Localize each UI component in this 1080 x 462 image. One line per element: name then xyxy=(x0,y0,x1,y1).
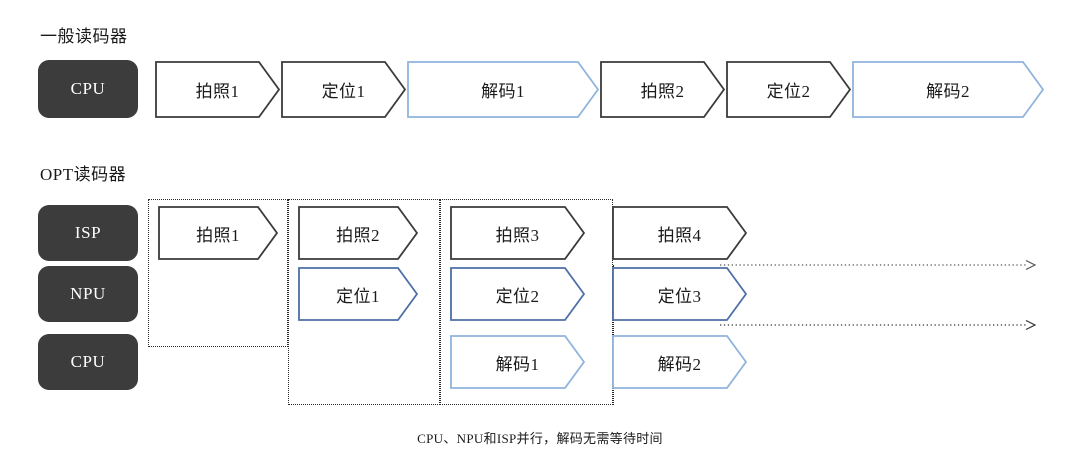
task-chevron-isp-0[interactable]: 拍照1 xyxy=(158,206,278,260)
timeline-arrow-npu xyxy=(720,319,1040,331)
task-chevron-generic-0[interactable]: 拍照1 xyxy=(155,61,280,118)
section-title-opt-reader: OPT读码器 xyxy=(40,165,127,184)
task-chevron-generic-2[interactable]: 解码1 xyxy=(407,61,599,118)
stage-group-box-2 xyxy=(288,199,440,405)
chip-label-npu: NPU xyxy=(38,266,138,322)
task-chevron-generic-3[interactable]: 拍照2 xyxy=(600,61,725,118)
task-chevron-npu-1[interactable]: 定位2 xyxy=(450,267,585,321)
task-chevron-cpu-opt-1[interactable]: 解码2 xyxy=(612,335,747,389)
chip-label-cpu-opt: CPU xyxy=(38,334,138,390)
task-chevron-generic-4[interactable]: 定位2 xyxy=(726,61,851,118)
task-chevron-npu-2[interactable]: 定位3 xyxy=(612,267,747,321)
chip-label-cpu-generic: CPU xyxy=(38,60,138,118)
timeline-arrow-isp xyxy=(720,259,1040,271)
task-chevron-cpu-opt-0[interactable]: 解码1 xyxy=(450,335,585,389)
task-chevron-npu-0[interactable]: 定位1 xyxy=(298,267,418,321)
stage-divider-line xyxy=(613,265,614,405)
chip-label-isp: ISP xyxy=(38,205,138,261)
task-chevron-isp-1[interactable]: 拍照2 xyxy=(298,206,418,260)
section-title-generic-reader: 一般读码器 xyxy=(40,27,128,46)
task-chevron-isp-3[interactable]: 拍照4 xyxy=(612,206,747,260)
stage-group-box-1 xyxy=(148,199,288,347)
task-chevron-isp-2[interactable]: 拍照3 xyxy=(450,206,585,260)
task-chevron-generic-1[interactable]: 定位1 xyxy=(281,61,406,118)
task-chevron-generic-5[interactable]: 解码2 xyxy=(852,61,1044,118)
diagram-caption: CPU、NPU和ISP并行，解码无需等待时间 xyxy=(417,431,663,446)
